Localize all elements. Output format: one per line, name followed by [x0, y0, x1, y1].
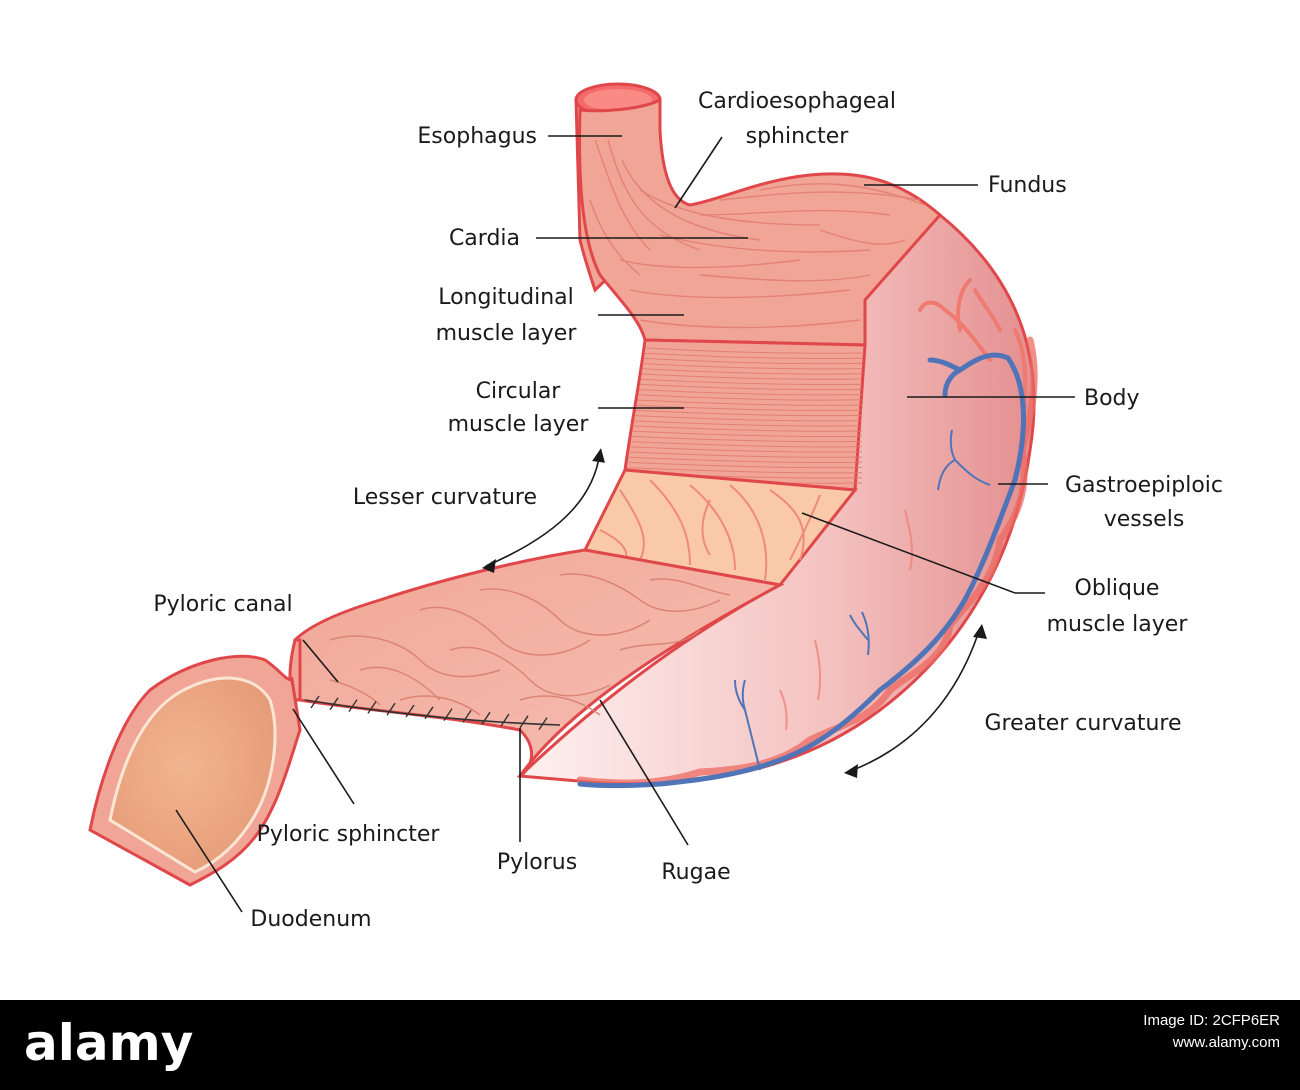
gastroepiploic-branches-vein: [734, 429, 991, 771]
arrow-head-left-bottom: [844, 764, 858, 778]
label-gastroepiploic-line1: Gastroepiploic: [1065, 473, 1223, 498]
lesser-curvature-arrow: [485, 451, 601, 567]
oblique-fibers: [599, 479, 821, 581]
image-id: Image ID: 2CFP6ER: [1143, 1012, 1280, 1029]
diagram-labels: Esophagus Cardioesophageal sphincter Fun…: [153, 89, 1223, 932]
circular-fiber-line: [636, 404, 863, 411]
arrow-head-up-right: [973, 624, 987, 639]
label-cardioesophageal-line2: sphincter: [746, 124, 850, 149]
label-pyloric-sphincter: Pyloric sphincter: [257, 822, 441, 847]
alamy-logo: alamy: [24, 1014, 193, 1072]
circular-fiber-line: [629, 451, 863, 458]
circular-fiber-line: [635, 415, 863, 422]
label-lesser-curvature: Lesser curvature: [353, 485, 537, 510]
alamy-logo-text: alamy: [24, 1014, 193, 1072]
label-esophagus: Esophagus: [417, 124, 537, 149]
stomach-anatomy-diagram: Esophagus Cardioesophageal sphincter Fun…: [88, 82, 1223, 932]
label-fundus: Fundus: [988, 173, 1067, 198]
longitudinal-fibers: [589, 139, 926, 329]
leader-cardioesophageal: [674, 136, 723, 209]
label-cardia: Cardia: [449, 226, 520, 251]
circular-fiber-line: [641, 373, 863, 380]
label-circular-line2: muscle layer: [448, 412, 590, 437]
pylorus-tick: [538, 717, 548, 730]
site-url: www.alamy.com: [1172, 1034, 1280, 1051]
pylorus-tick: [424, 706, 434, 720]
circular-fiber-line: [635, 409, 863, 417]
stock-footer-bar: alamy Image ID: 2CFP6ER www.alamy.com: [0, 1000, 1300, 1090]
circular-fiber-line: [643, 357, 863, 365]
pylorus-tick: [462, 710, 472, 723]
leader-oblique: [801, 512, 1045, 594]
circular-fiber-line: [632, 430, 863, 437]
circular-fiber-line: [627, 467, 863, 474]
gastroepiploic-vein: [577, 352, 1026, 788]
pylorus-tick: [500, 713, 510, 727]
pylorus-tick: [329, 697, 339, 711]
circular-fiber-line: [640, 378, 863, 385]
label-oblique-line2: muscle layer: [1047, 612, 1189, 637]
circular-fiber-line: [633, 425, 863, 432]
circular-fiber-line: [629, 456, 863, 463]
circular-fiber-line: [628, 461, 863, 469]
label-gastroepiploic-line2: vessels: [1104, 507, 1185, 532]
circular-fiber-line: [642, 363, 863, 370]
label-pylorus: Pylorus: [497, 850, 577, 875]
arrow-head-up: [592, 448, 605, 463]
pylorus-tick: [367, 701, 377, 714]
arrow-head-left: [482, 559, 496, 573]
leader-duodenum: [175, 809, 243, 913]
label-duodenum: Duodenum: [250, 907, 371, 932]
label-body: Body: [1084, 386, 1140, 411]
pylorus-tick: [519, 715, 529, 729]
double-headed-curved-arrow-icon: [482, 448, 987, 778]
pylorus-tick: [405, 704, 415, 718]
pylorus-tick: [348, 699, 358, 712]
circular-fiber-line: [632, 435, 863, 443]
circular-fiber-line: [644, 352, 863, 359]
label-greater-curvature: Greater curvature: [984, 711, 1181, 736]
pylorus-tick: [310, 695, 320, 709]
circular-fiber-line: [634, 420, 863, 427]
pylorus-tick: [443, 708, 453, 721]
label-rugae: Rugae: [661, 860, 730, 885]
circular-fiber-line: [641, 368, 863, 375]
pylorus-tick: [386, 702, 396, 716]
label-longitudinal-line1: Longitudinal: [438, 285, 574, 310]
gastroepiploic-branches-artery: [779, 509, 914, 731]
label-cardioesophageal-line1: Cardioesophageal: [698, 89, 896, 114]
label-oblique-line1: Oblique: [1075, 576, 1160, 601]
circular-fiber-line: [638, 394, 863, 401]
pylorus-tick: [481, 711, 491, 725]
rugae-folds: [329, 573, 731, 716]
esophagus-lumen: [584, 89, 652, 111]
leader-pyloric-canal: [302, 639, 339, 683]
leader-rugae: [599, 699, 689, 846]
circular-fibers: [626, 347, 863, 484]
circular-fiber-line: [639, 383, 863, 391]
label-circular-line1: Circular: [476, 379, 562, 404]
circular-fiber-line: [638, 389, 863, 396]
circular-fiber-line: [630, 446, 863, 453]
diagram-stage: Esophagus Cardioesophageal sphincter Fun…: [88, 82, 1223, 932]
greater-curvature-lobes: [576, 336, 1038, 787]
greater-curvature-arrow: [847, 627, 981, 773]
circular-fiber-line: [644, 347, 863, 354]
circular-fiber-line: [637, 399, 863, 406]
leader-lines: [175, 135, 1075, 913]
label-longitudinal-line2: muscle layer: [436, 321, 578, 346]
duodenum-lumen: [108, 676, 277, 874]
leader-pyloric-sphincter: [292, 708, 355, 805]
circular-fiber-line: [631, 441, 863, 448]
label-pyloric-canal: Pyloric canal: [153, 592, 292, 617]
pylorus-ticks: [310, 695, 548, 730]
footer-image-info: Image ID: 2CFP6ER www.alamy.com: [1143, 1010, 1280, 1054]
